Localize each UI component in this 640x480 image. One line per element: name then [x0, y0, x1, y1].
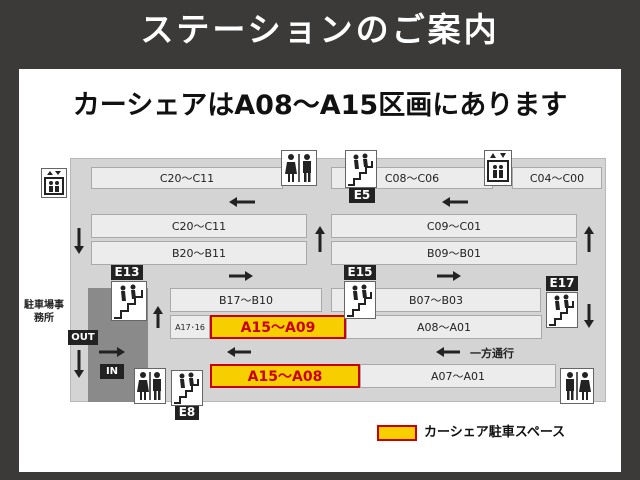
stairs-icon: [171, 370, 203, 406]
restroom-icon: [281, 150, 317, 186]
one-way-label: 一方通行: [470, 347, 514, 360]
stairs-icon: [344, 281, 376, 319]
slots-b09-b01: B09〜B01: [331, 241, 577, 265]
stairs-icon: [111, 281, 147, 321]
slots-b20-b11: B20〜B11: [91, 241, 307, 265]
carshare-slots-a15-a09: A15〜A09: [210, 315, 346, 339]
exit-out-label: OUT: [68, 330, 98, 345]
page-title: ステーションのご案内: [140, 10, 500, 49]
parking-office-label: 駐車場事務所: [24, 300, 64, 324]
parking-floor: [70, 158, 606, 402]
stairs-icon: [546, 292, 578, 328]
exit-e15-label: E15: [344, 265, 376, 280]
entrance-in-label: IN: [100, 364, 124, 379]
exit-e17-label: E17: [546, 276, 578, 291]
slots-b17-b10: B17〜B10: [170, 288, 322, 312]
elevator-icon: [41, 168, 67, 198]
elevator-icon: [484, 150, 512, 186]
exit-e8-label: E8: [175, 405, 199, 420]
slots-c20-c11: C20〜C11: [91, 214, 307, 238]
legend-label: カーシェア駐車スペース: [424, 425, 566, 440]
restroom-icon: [134, 368, 166, 404]
slots-c04-c00: C04〜C00: [512, 167, 602, 189]
stairs-icon: [345, 150, 377, 188]
slots-c20-c11-top: C20〜C11: [91, 167, 283, 189]
headline: カーシェアはA08〜A15区画にあります: [72, 90, 568, 121]
exit-e5-label: E5: [349, 188, 375, 203]
carshare-slots-a15-a08: A15〜A08: [210, 364, 360, 388]
restroom-icon: [560, 368, 594, 404]
exit-e13-label: E13: [111, 265, 143, 280]
slots-a07-a01: A07〜A01: [360, 364, 556, 388]
legend-swatch: [377, 425, 417, 441]
slots-a17-a16: A17･16: [170, 315, 210, 339]
slots-c09-c01: C09〜C01: [331, 214, 577, 238]
slots-a08-a01: A08〜A01: [346, 315, 542, 339]
